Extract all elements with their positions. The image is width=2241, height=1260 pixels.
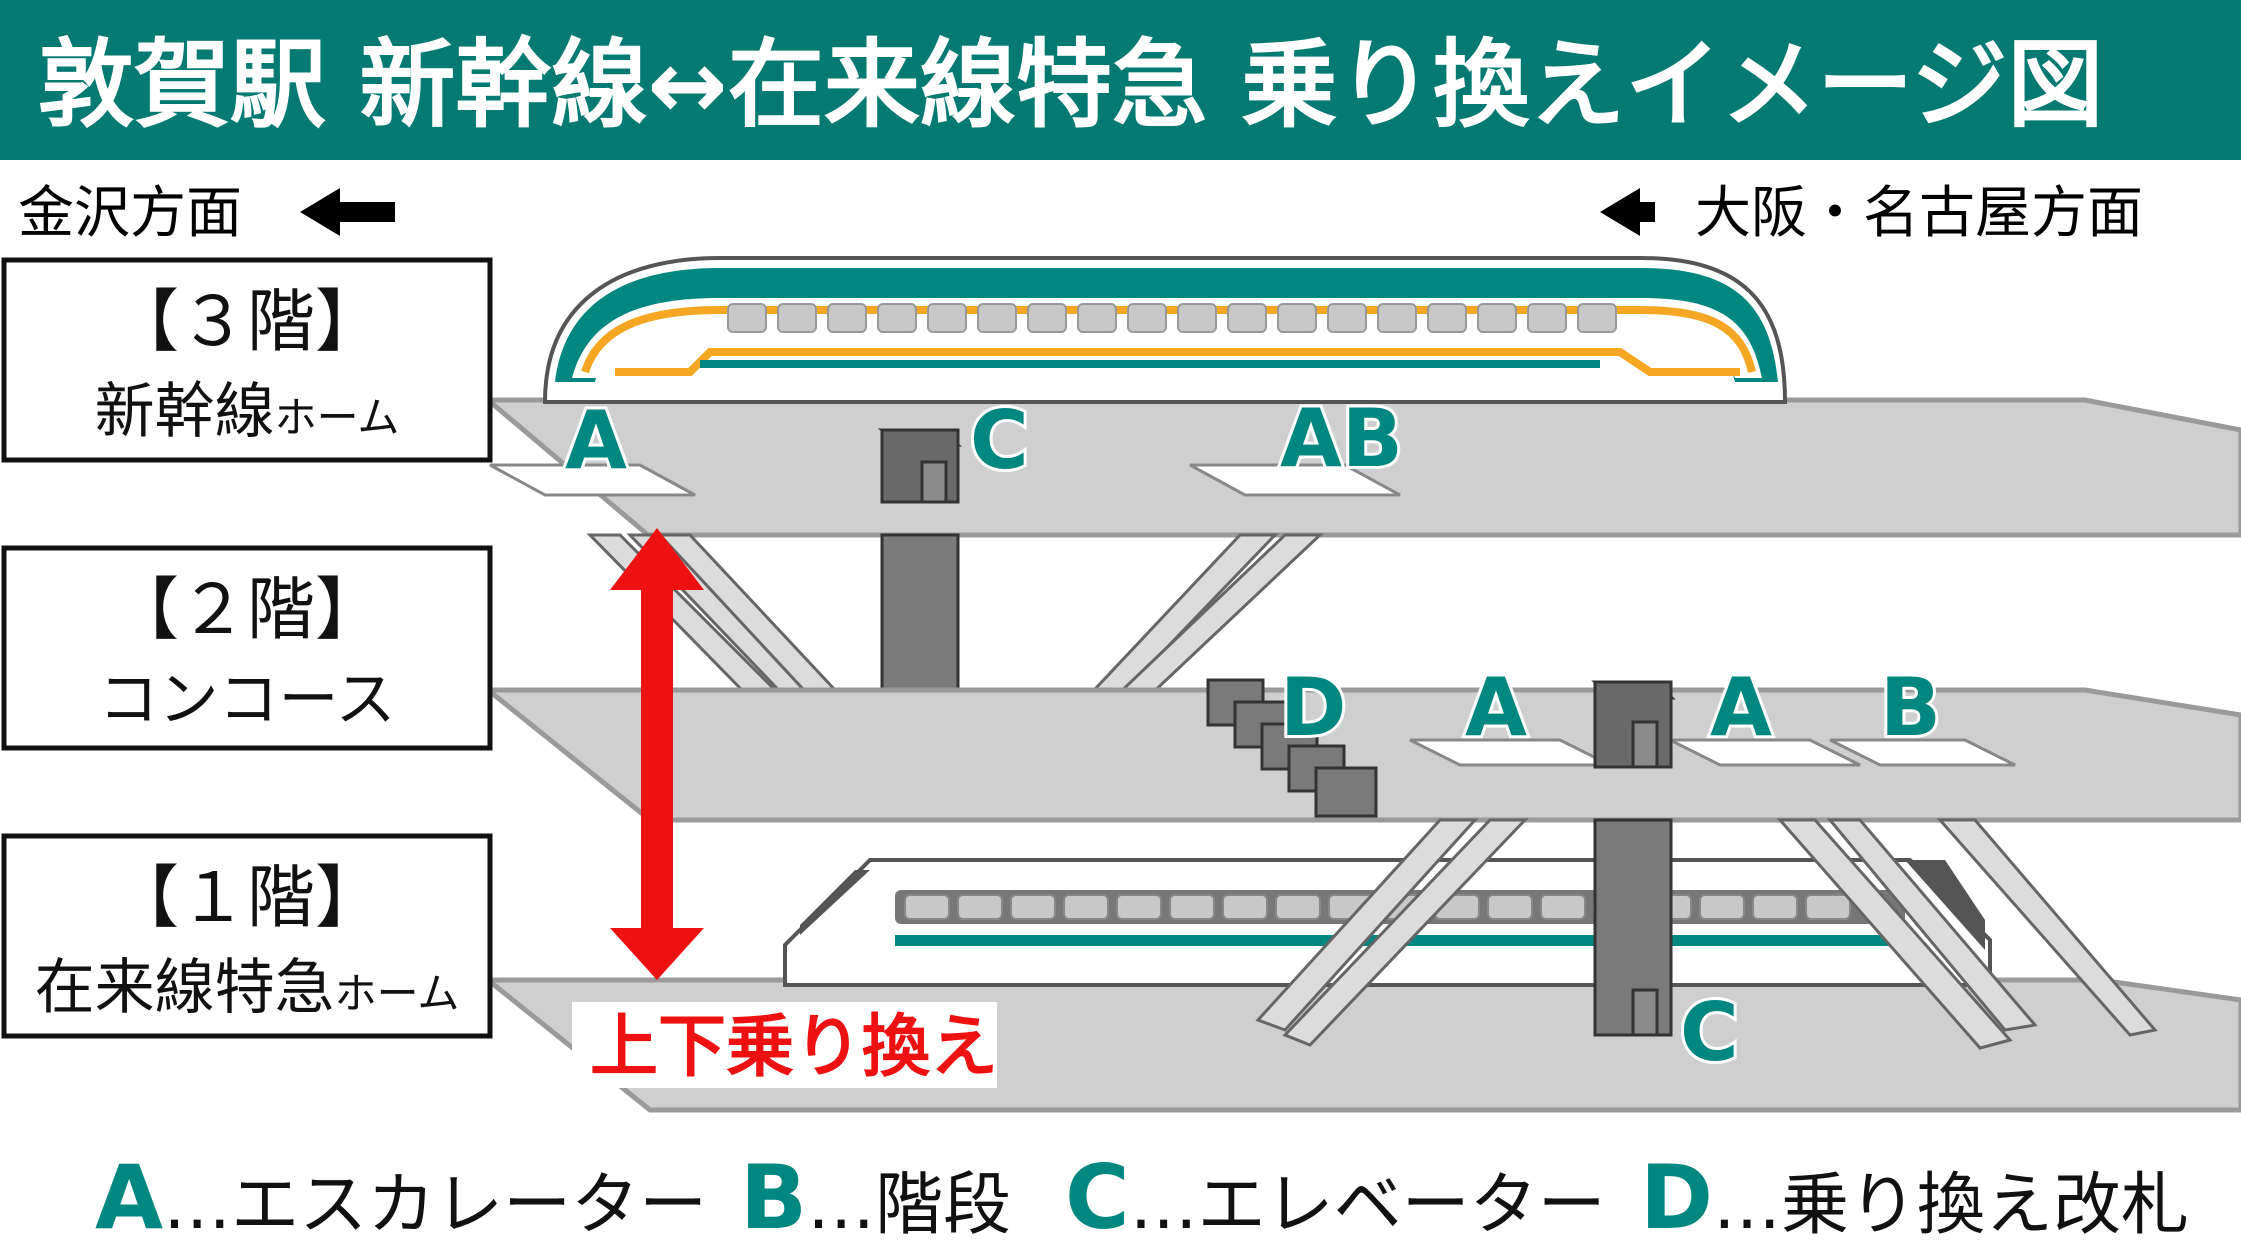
transfer-gates: [1206, 678, 1378, 818]
floor-label-1: 【１階】 在来線特急ホーム: [1, 833, 493, 1039]
transfer-label: 上下乗り換え: [590, 1008, 998, 1087]
direction-left-label: 金沢方面: [18, 181, 242, 246]
legend-text-b: …階段: [807, 1166, 1011, 1245]
legend-key-a: A: [95, 1146, 163, 1249]
mark-f3-a: A: [565, 394, 627, 487]
page-title: 敦賀駅 新幹線↔在来線特急 乗り換えイメージ図: [38, 29, 2103, 141]
left-arrow-icon: [300, 188, 395, 236]
elevator-icon: [1591, 680, 1676, 769]
svg-text:D…乗り換え改札: D…乗り換え改札: [1640, 1146, 2189, 1249]
legend-key-c: C: [1065, 1146, 1130, 1249]
header-bar: [0, 0, 2241, 160]
svg-text:A…エスカレーター: A…エスカレーター: [95, 1146, 707, 1249]
svg-text:新幹線ホーム: 新幹線ホーム: [95, 377, 400, 447]
elevator-icon: [877, 428, 963, 504]
right-arrow-icon: [1600, 188, 1655, 236]
escalator-stair-opening-ab: [1189, 463, 1401, 497]
escalator-opening-a: [489, 463, 696, 497]
floor-label-2: 【２階】 コンコース: [1, 545, 493, 751]
transfer-double-arrow-icon: [610, 528, 704, 980]
escalator-2-to-1: [1255, 818, 2158, 1050]
legend-text-c: …エレベーター: [1130, 1166, 1606, 1245]
floor-2-slab: [480, 687, 2241, 823]
mark-f3-ab: AB: [1280, 392, 1403, 485]
legend: A…エスカレーター B…階段 C…エレベーター D…乗り換え改札: [95, 1146, 2189, 1249]
legend-key-d: D: [1640, 1146, 1713, 1249]
svg-text:【３階】: 【３階】: [111, 283, 383, 362]
mark-f2-a2: A: [1710, 661, 1772, 754]
svg-text:【１階】: 【１階】: [111, 859, 383, 938]
mark-f2-d: D: [1280, 661, 1346, 754]
shinkansen-train: [542, 256, 1788, 404]
legend-text-a: …エスカレーター: [163, 1166, 707, 1245]
mark-f2-b: B: [1880, 661, 1941, 754]
svg-text:B…階段: B…階段: [740, 1146, 1011, 1249]
legend-key-b: B: [740, 1146, 807, 1249]
svg-text:在来線特急ホーム: 在来線特急ホーム: [35, 953, 460, 1023]
svg-text:【２階】: 【２階】: [111, 571, 383, 650]
mark-f2-a1: A: [1465, 661, 1527, 754]
mark-f1-c: C: [1680, 986, 1739, 1079]
legend-text-d: …乗り換え改札: [1713, 1166, 2189, 1245]
svg-text:コンコース: コンコース: [99, 665, 396, 735]
direction-right-label: 大阪・名古屋方面: [1695, 181, 2143, 246]
floor-label-3: 【３階】 新幹線ホーム: [1, 257, 493, 463]
mark-f3-c: C: [970, 394, 1029, 487]
svg-text:C…エレベーター: C…エレベーター: [1065, 1146, 1606, 1249]
